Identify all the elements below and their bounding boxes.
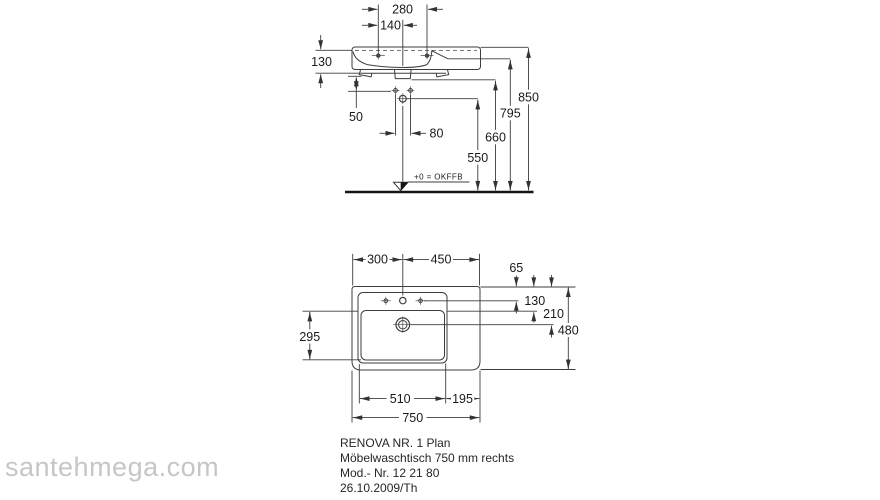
dim-label-130-front: 130 [311,55,332,69]
dim-label-80: 80 [430,127,444,141]
dim-label-660: 660 [485,131,506,145]
tap-holes-front [371,51,434,60]
dim-label-195: 195 [452,392,473,406]
dim-label-130-plan: 130 [524,294,545,308]
outlet-shape [394,69,412,80]
dim-280: 280 [362,3,443,17]
dim-label-750: 750 [402,411,423,425]
front-view: 280 140 130 50 80 [311,3,543,194]
dim-label-300: 300 [367,253,388,267]
floor-level-label: +0 = OKFFB [414,173,463,182]
model-number: Mod.- Nr. 12 21 80 [340,466,440,480]
dim-label-850: 850 [518,91,539,105]
plan-outer-outline [351,286,481,371]
mounting-bracket [358,69,450,80]
dim-130-front: 130 [311,35,332,88]
dim-130-plan: 130 [524,275,545,323]
front-extension-lines [315,4,529,182]
dim-795: 795 [496,59,525,191]
dim-50: 50 [349,77,363,124]
dim-label-210: 210 [543,307,564,321]
dim-label-510: 510 [390,392,411,406]
dim-750: 750 [352,410,480,425]
dim-510: 510 [359,391,446,406]
title-block: RENOVA NR. 1 Plan Möbelwaschtisch 750 mm… [340,436,514,496]
fixing-holes-front [391,86,415,95]
plan-extension-lines [302,253,576,423]
dim-label-550: 550 [467,151,488,165]
dim-850: 850 [514,48,543,191]
dim-label-295: 295 [299,330,320,344]
plan-bowl-outline [360,310,445,361]
dim-550: 550 [464,99,492,191]
plan-view: 300 450 65 130 210 [295,253,583,425]
dim-label-50: 50 [349,110,363,124]
dim-295: 295 [295,311,324,360]
dim-300: 300 [353,253,403,267]
tap-holes-plan [380,296,426,305]
dim-label-480: 480 [558,324,579,338]
dim-label-65: 65 [509,261,523,275]
dim-80: 80 [379,127,444,141]
dim-65: 65 [509,261,523,314]
product-description: Möbelwaschtisch 750 mm rechts [340,451,515,465]
dim-450: 450 [403,253,479,267]
basin-body-outline [351,46,481,70]
dim-210: 210 [543,275,564,338]
level-triangle-icon [400,182,408,191]
dim-140: 140 [362,19,417,33]
bowl-front-curve [352,50,449,69]
dim-label-280: 280 [392,3,413,17]
dim-label-140: 140 [380,19,401,33]
watermark: santehmega.com [5,452,220,482]
product-name: RENOVA NR. 1 Plan [340,436,451,450]
drain-plan [393,316,413,333]
dim-660: 660 [481,80,510,191]
level-marker: +0 = OKFFB [392,173,470,192]
dim-480: 480 [554,287,583,370]
dim-195: 195 [446,391,480,406]
dim-label-795: 795 [500,107,521,121]
drawing-date: 26.10.2009/Th [340,481,418,495]
dim-label-450: 450 [431,253,452,267]
